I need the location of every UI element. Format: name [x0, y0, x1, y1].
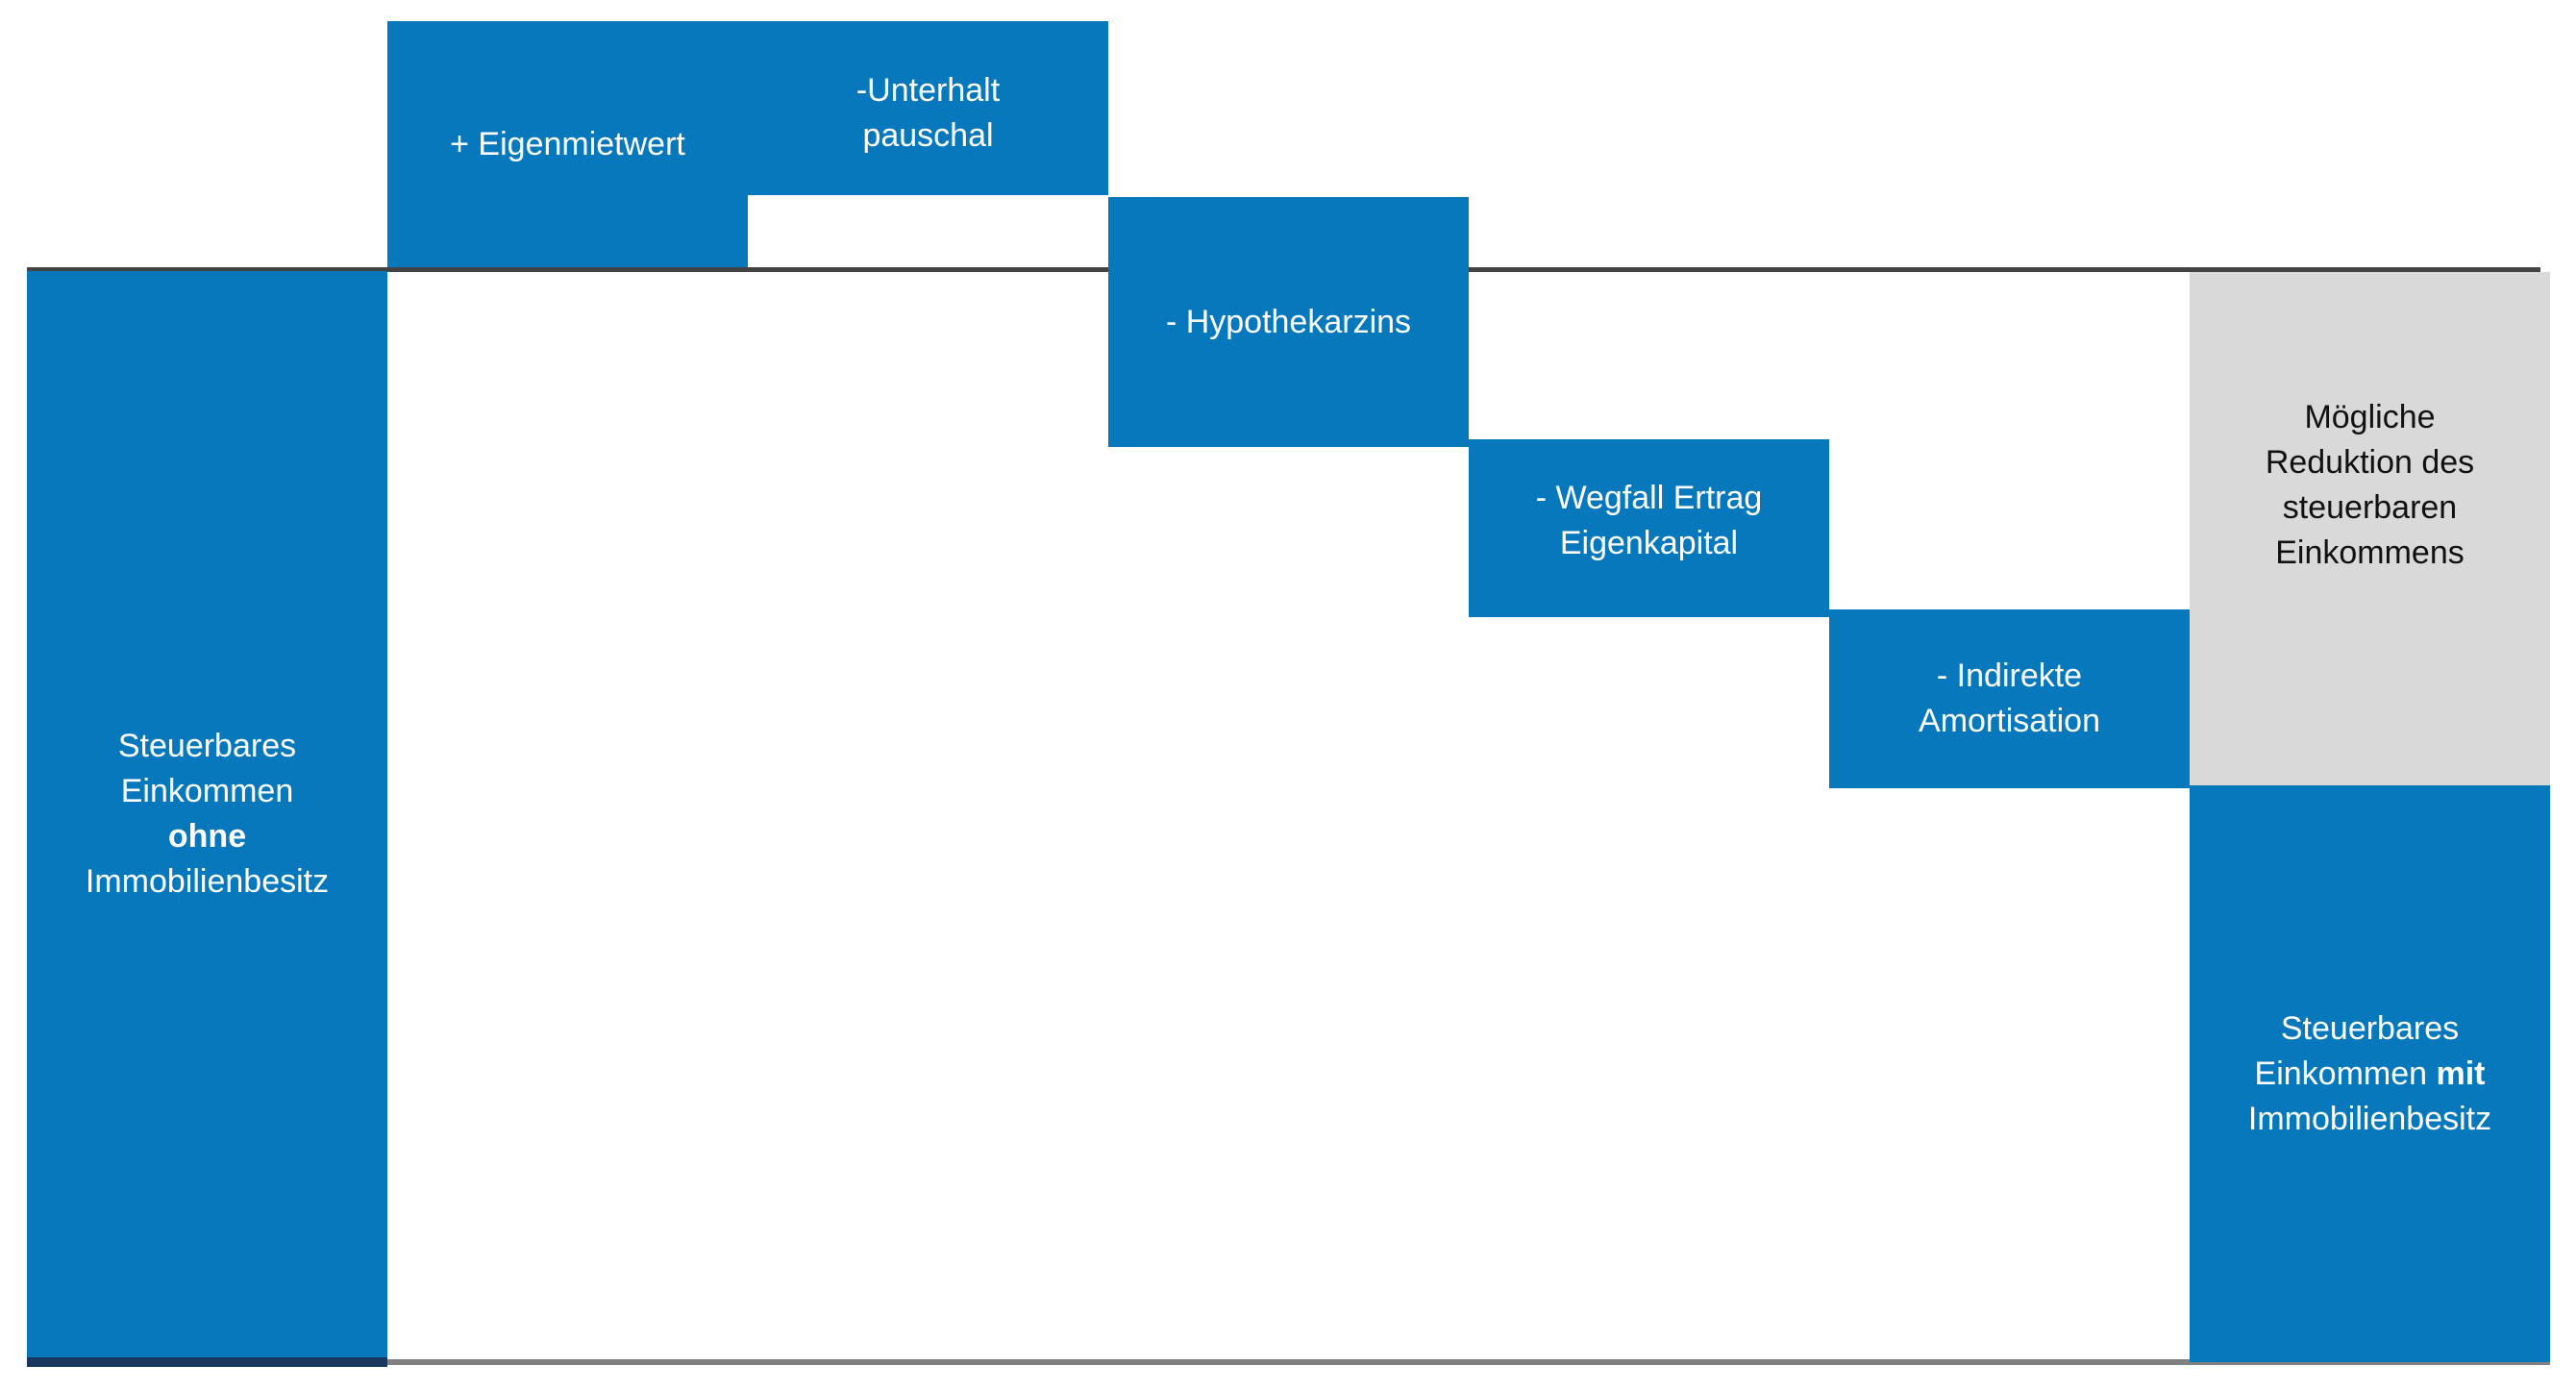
label-line: Immobilienbesitz	[2247, 1100, 2492, 1137]
label-line: Mögliche	[2304, 399, 2436, 435]
label-line: -Unterhalt	[855, 71, 1001, 109]
label-line: Reduktion des	[2265, 444, 2475, 481]
bar-label-unterhalt-pauschal: -Unterhalt pauschal	[748, 68, 1108, 159]
label-line: - Wegfall Ertrag	[1535, 479, 1763, 516]
bar-eigenmietwert: + Eigenmietwert	[387, 21, 748, 267]
bar-label-hypothekarzins: - Hypothekarzins	[1108, 300, 1469, 345]
label-line: pauschal	[862, 116, 994, 154]
label-line: steuerbaren	[2282, 489, 2458, 526]
label-line: Eigenkapital	[1559, 524, 1739, 561]
label-line: - Hypothekarzins	[1165, 303, 1412, 340]
label-line: Immobilienbesitz	[85, 863, 330, 900]
label-line: Einkommen	[120, 773, 294, 809]
label-line: Amortisation	[1919, 703, 2100, 739]
label-line: Steuerbares	[117, 728, 297, 764]
bar-hypothekarzins: - Hypothekarzins	[1108, 197, 1469, 447]
bar-label-eigenmietwert: + Eigenmietwert	[387, 122, 748, 167]
label-line: Steuerbares	[2280, 1009, 2460, 1047]
baseline	[27, 1359, 2550, 1365]
label-line: + Eigenmietwert	[450, 125, 685, 162]
label-line: - Indirekte	[1936, 658, 2083, 694]
label-line: Einkommens	[2275, 534, 2465, 571]
bar-unterhalt-pauschal: -Unterhalt pauschal	[748, 21, 1108, 195]
label-line: Einkommen mit	[2254, 1055, 2486, 1092]
label-line: ohne	[167, 818, 247, 855]
